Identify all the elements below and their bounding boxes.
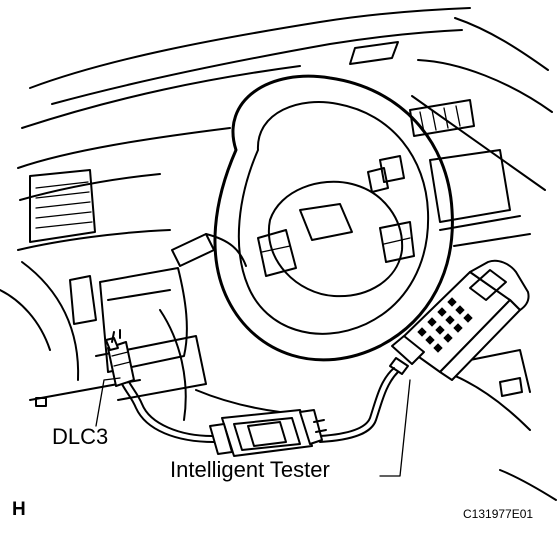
intelligent-tester (389, 259, 530, 381)
center-console (367, 99, 557, 501)
dlc3-connector (105, 329, 135, 387)
tester-leader-line (379, 379, 411, 477)
tester-cable (319, 367, 399, 443)
steering-column (159, 233, 281, 421)
corner-letter: H (12, 499, 26, 520)
windshield-dashboard-top (21, 7, 553, 191)
dlc3-cable (121, 379, 215, 443)
intelligent-tester-label: Intelligent Tester (170, 457, 330, 482)
dlc3-label: DLC3 (52, 424, 109, 449)
dlc3-leader-line (95, 377, 121, 427)
vim-adapter-box (209, 409, 327, 457)
figure-code: C131977E01 (463, 507, 534, 521)
steering-wheel (213, 74, 454, 362)
